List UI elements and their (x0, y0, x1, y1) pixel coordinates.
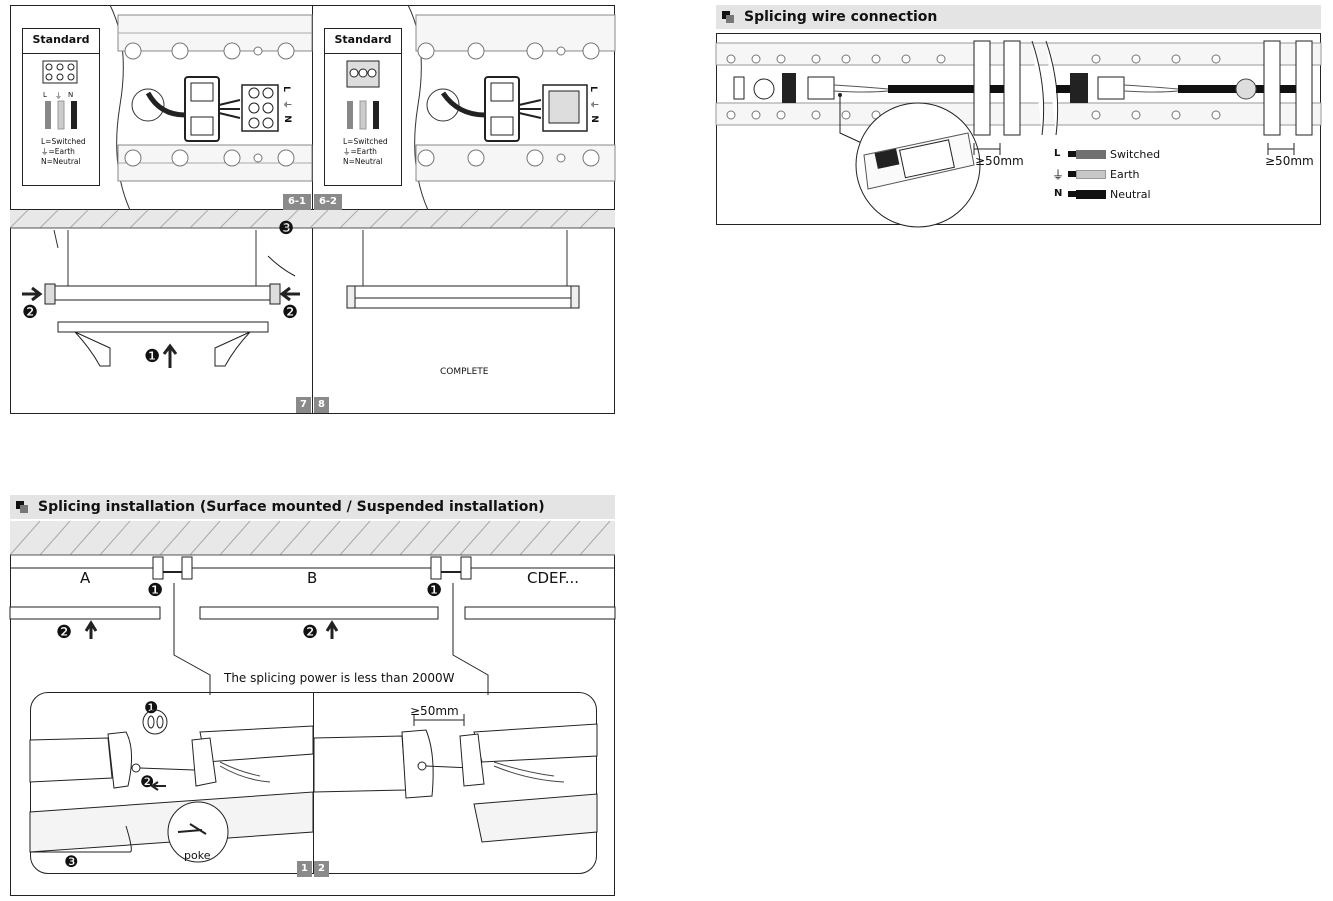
poke-label: poke (184, 849, 211, 862)
figure-tag-2: 2 (314, 861, 329, 877)
standard-box-left: Standard L ⏚ N L=Switched ⏚=Earth N=Neut… (22, 28, 100, 186)
figure-tag-7: 7 (296, 397, 311, 413)
terminal-earth: ⏚ (55, 92, 62, 100)
standard-title: Standard (334, 33, 392, 46)
section-header-splicing-wire: Splicing wire connection (716, 5, 1321, 29)
section-bullet-icon (16, 501, 28, 513)
terminal-mark-n-right: N (588, 115, 599, 123)
gap-label: ≥50mm (410, 704, 459, 718)
section-title: Splicing installation (Surface mounted /… (38, 499, 545, 515)
wire-colors-icon (347, 100, 379, 130)
suspended-fixture-8 (346, 230, 580, 309)
wire-legend-name-neutral: Neutral (1110, 188, 1151, 201)
section-header-splicing-installation: Splicing installation (Surface mounted /… (10, 495, 615, 519)
terminal-mark-l: L (280, 86, 291, 92)
figure-tag-6-1: 6-1 (283, 194, 311, 210)
legend-neutral: N=Neutral (343, 157, 383, 166)
track-drawing-6-2 (407, 4, 616, 211)
wire-legend-row-earth: ⏚ Earth (1050, 166, 1200, 184)
detail-divider (313, 692, 314, 874)
legend-switched: L=Switched (41, 137, 86, 146)
connector-block-icon (346, 60, 380, 88)
step-2-right-mark: ❷ (282, 302, 299, 323)
track-drawing-6-1 (109, 4, 313, 211)
segment-b-label: B (307, 569, 318, 587)
suspended-fixture-7 (22, 229, 300, 368)
ceiling-hatch (9, 209, 615, 229)
splicing-wire-diagram (715, 40, 1322, 228)
earth-wire-swatch (1076, 170, 1106, 179)
figure-tag-8: 8 (314, 397, 329, 413)
legend-switched: L=Switched (343, 137, 388, 146)
step-2-mark-a: ❷ (56, 622, 73, 643)
terminal-mark-earth: ⏚ (281, 99, 292, 110)
panel-divider (312, 210, 313, 414)
detail-step-1: ❶ (144, 698, 159, 717)
wire-colors-icon (45, 100, 77, 130)
detail-step-2: ❷ (140, 772, 155, 791)
complete-label: COMPLETE (440, 367, 489, 377)
wire-legend-key-l: L (1054, 148, 1061, 159)
switched-wire-swatch (1076, 150, 1106, 159)
step-1-mark: ❶ (144, 346, 161, 367)
step-1-mark-left: ❶ (147, 580, 164, 601)
terminal-l: L (43, 91, 47, 99)
detail-right-drawing (313, 714, 598, 843)
standard-title: Standard (32, 33, 90, 46)
step-2-mark-b: ❷ (302, 622, 319, 643)
earth-wire-swatch (1068, 171, 1076, 177)
terminal-mark-n: N (281, 115, 292, 123)
splicing-rails-diagram (9, 556, 616, 695)
terminal-block-icon (42, 60, 78, 84)
wire-legend-name-switched: Switched (1110, 148, 1161, 161)
wire-legend-key-earth: ⏚ (1052, 168, 1065, 182)
standard-box-right: Standard L=Switched ⏚=Earth N=Neutral (324, 28, 402, 186)
splicing-power-note: The splicing power is less than 2000W (224, 671, 455, 685)
detail-left-drawing (29, 709, 314, 863)
panel-divider (312, 5, 313, 210)
terminal-mark-earth-right: ⏚ (588, 99, 599, 110)
section-title: Splicing wire connection (744, 9, 938, 25)
terminal-mark-l-right: L (587, 86, 598, 92)
neutral-wire-swatch (1076, 190, 1106, 199)
step-3-mark: ❸ (278, 218, 295, 239)
wire-legend-name-earth: Earth (1110, 168, 1140, 181)
figure-tag-6-2: 6-2 (314, 194, 342, 210)
neutral-wire-swatch (1068, 191, 1076, 197)
segment-cdef-label: CDEF... (527, 569, 580, 587)
legend-earth: ⏚=Earth (41, 147, 75, 156)
legend-neutral: N=Neutral (41, 157, 81, 166)
figure-tag-1: 1 (297, 861, 312, 877)
gap-left-label: ≥50mm (975, 154, 1024, 168)
section-bullet-icon (722, 11, 734, 23)
terminal-n: N (68, 91, 74, 99)
wire-legend-row-l: L Switched (1050, 146, 1200, 164)
detail-step-3: ❸ (64, 852, 79, 871)
ceiling-hatch (9, 520, 615, 556)
legend-earth: ⏚=Earth (343, 147, 377, 156)
segment-a-label: A (80, 569, 91, 587)
switched-wire-swatch (1068, 151, 1076, 157)
wire-legend-key-n: N (1054, 188, 1063, 199)
wire-legend-row-n: N Neutral (1050, 186, 1200, 204)
wire-legend: L Switched ⏚ Earth N Neutral (1050, 146, 1200, 206)
step-2-left-mark: ❷ (22, 302, 39, 323)
step-1-mark-right: ❶ (426, 580, 443, 601)
gap-right-label: ≥50mm (1265, 154, 1314, 168)
